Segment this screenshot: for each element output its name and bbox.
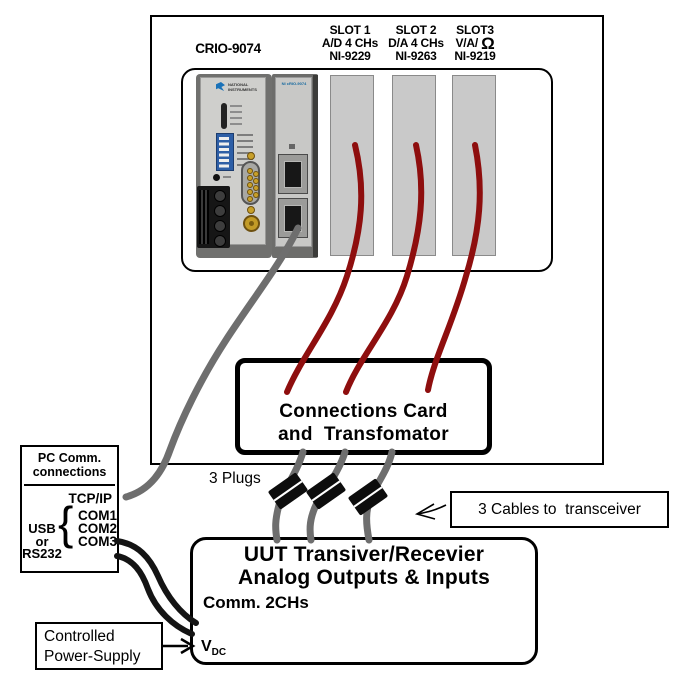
slot3-title: SLOT3 bbox=[456, 23, 494, 37]
usb-label: USB bbox=[28, 521, 56, 536]
connections-card-line2: and Transfomator bbox=[278, 424, 449, 445]
ethernet-module: NI cRIO-9074 bbox=[272, 74, 318, 258]
power-supply-box: Controlled Power-Supply bbox=[35, 622, 163, 670]
brand-text-line1: NATIONAL bbox=[228, 82, 249, 87]
controller-module: NATIONAL INSTRUMENTS bbox=[196, 74, 272, 258]
slot2-label: SLOT 2 D/A 4 CHs NI-9263 bbox=[383, 24, 449, 63]
com2-label: COM2 bbox=[78, 521, 118, 536]
slot2-desc: D/A 4 CHs bbox=[388, 36, 444, 50]
rs232-label: RS232 bbox=[22, 546, 62, 561]
uut-cable-1 bbox=[272, 448, 307, 544]
power-supply-line2: Power-Supply bbox=[44, 648, 141, 665]
plug-connector-1 bbox=[268, 473, 308, 509]
db9-serial-connector bbox=[240, 152, 262, 214]
ethernet-port-1 bbox=[278, 154, 308, 194]
connections-card-box: Connections Card and Transfomator bbox=[235, 358, 492, 455]
slot1-module bbox=[330, 75, 374, 256]
usb-rs232-label: USB or RS232 bbox=[22, 521, 62, 561]
pc-comm-box: PC Comm. connections TCP/IP USB or RS232… bbox=[20, 445, 119, 573]
plug-connector-3 bbox=[348, 479, 388, 515]
three-plugs-label: 3 Plugs bbox=[209, 470, 261, 487]
db9-screw-top bbox=[247, 152, 255, 160]
or-label: or bbox=[35, 533, 49, 549]
status-led-strip bbox=[221, 103, 227, 129]
sma-connector bbox=[243, 215, 260, 232]
power-terminal-block bbox=[197, 186, 230, 248]
ethernet-port-2 bbox=[278, 198, 308, 238]
uut-subtitle: Analog Outputs & Inputs bbox=[238, 566, 490, 589]
plug-connector-2 bbox=[306, 473, 346, 509]
reset-button bbox=[213, 174, 220, 181]
slot3-desc: V/A/ Ω bbox=[455, 34, 495, 53]
com1-label: COM1 bbox=[78, 508, 118, 523]
slot3-module bbox=[452, 75, 496, 256]
uut-cable-3 bbox=[363, 448, 396, 544]
led-labels bbox=[230, 105, 242, 128]
cables-note-box: 3 Cables to transceiver bbox=[450, 491, 669, 528]
reset-label bbox=[223, 176, 231, 178]
uut-title: UUT Transiver/Recevier bbox=[243, 543, 485, 566]
module-edge-shadow bbox=[313, 75, 318, 257]
cables-note-arrow bbox=[414, 503, 447, 520]
pc-comm-title1: PC Comm. bbox=[37, 451, 102, 465]
uut-cable-2 bbox=[306, 448, 349, 544]
serial-cable-1 bbox=[114, 538, 199, 626]
uut-transceiver-box: UUT Transiver/Recevier Analog Outputs & … bbox=[190, 537, 538, 665]
slot1-desc: A/D 4 CHs bbox=[321, 36, 379, 50]
com-port-list: COM1 COM2 COM3 bbox=[78, 508, 118, 549]
terminal-ribs bbox=[199, 190, 209, 244]
power-supply-arrow bbox=[163, 637, 196, 655]
com3-label: COM3 bbox=[78, 534, 118, 549]
slot2-title: SLOT 2 bbox=[395, 23, 437, 37]
crio-9074-label: CRIO-9074 bbox=[195, 41, 261, 56]
ethernet-port-2-socket bbox=[284, 205, 302, 232]
slot1-part: NI-9229 bbox=[329, 49, 371, 63]
slot3-label: SLOT3 V/A/ Ω NI-9219 bbox=[446, 24, 504, 63]
slot1-label: SLOT 1 A/D 4 CHs NI-9229 bbox=[316, 24, 384, 63]
slot2-part: NI-9263 bbox=[395, 49, 437, 63]
slot3-part: NI-9219 bbox=[454, 49, 496, 63]
network-icon bbox=[289, 144, 295, 149]
db9-screw-bottom bbox=[247, 206, 255, 214]
pc-comm-title2: connections bbox=[32, 465, 107, 479]
dip-switches bbox=[219, 137, 229, 168]
crio-9074-controller-photo: NATIONAL INSTRUMENTS bbox=[196, 74, 318, 258]
uut-comm-label: Comm. 2CHs bbox=[203, 593, 309, 612]
vdc-label: VDC bbox=[201, 638, 227, 659]
ethernet-port-1-socket bbox=[284, 161, 302, 188]
dip-switch-block bbox=[216, 133, 234, 171]
power-supply-line1: Controlled bbox=[44, 628, 115, 645]
connections-card-line1: Connections Card bbox=[279, 401, 448, 422]
slot2-module bbox=[392, 75, 436, 256]
ni-eagle-logo-icon bbox=[216, 82, 225, 91]
tcpip-label: TCP/IP bbox=[68, 491, 112, 506]
sma-center-pin bbox=[249, 221, 254, 226]
ohm-symbol: Ω bbox=[481, 34, 495, 53]
module-label-text: NI cRIO-9074 bbox=[281, 81, 307, 86]
slot1-title: SLOT 1 bbox=[329, 23, 371, 37]
db9-body bbox=[241, 161, 260, 205]
pc-box-divider bbox=[24, 484, 115, 486]
brand-text-line2: INSTRUMENTS bbox=[228, 87, 257, 92]
brace-glyph: { bbox=[58, 497, 74, 549]
